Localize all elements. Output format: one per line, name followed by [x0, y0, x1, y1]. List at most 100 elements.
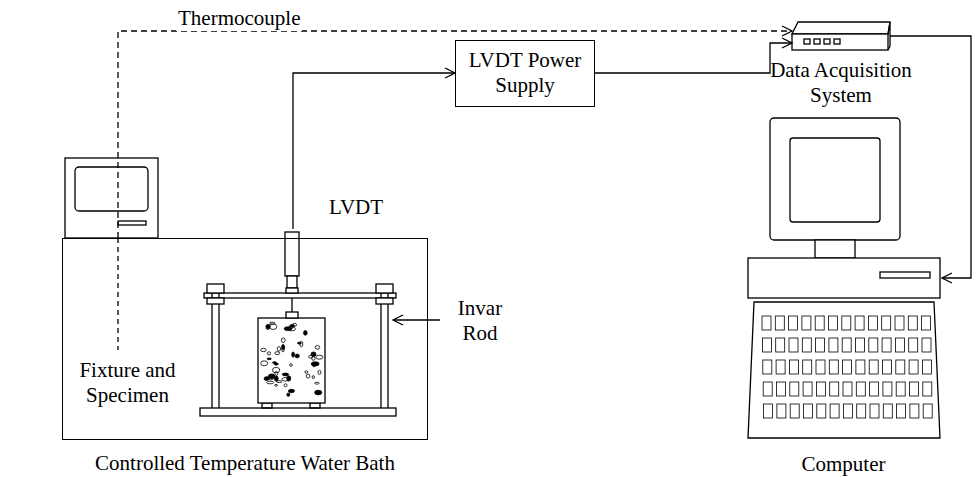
bottom-plate — [200, 408, 396, 416]
aggregate — [266, 327, 269, 330]
key — [816, 382, 825, 396]
aggregate — [288, 389, 294, 392]
key — [922, 316, 931, 330]
key — [842, 338, 851, 352]
nut — [376, 284, 393, 293]
key — [883, 382, 892, 396]
aggregate — [266, 381, 273, 384]
key — [896, 382, 905, 396]
node-label: LVDT Power Supply — [464, 48, 586, 98]
aggregate-texture — [261, 322, 323, 396]
computer: Computer — [745, 115, 942, 440]
aggregate — [268, 375, 274, 380]
drive-slot — [880, 272, 930, 278]
key — [829, 316, 838, 330]
key — [895, 316, 904, 330]
signal-wire — [595, 43, 792, 73]
key — [856, 360, 865, 374]
controller-screen — [75, 167, 148, 211]
keyboard — [748, 302, 940, 438]
key — [777, 404, 786, 418]
key — [816, 360, 825, 374]
key — [830, 404, 839, 418]
monitor-screen — [790, 138, 880, 222]
aggregate — [284, 327, 292, 331]
key — [775, 316, 784, 330]
aggregate — [274, 376, 278, 381]
aggregate — [290, 324, 294, 326]
key — [789, 338, 798, 352]
power-supply-box: LVDT Power Supply — [455, 40, 595, 107]
key — [843, 360, 852, 374]
aggregate — [315, 390, 322, 395]
top-plate — [204, 293, 396, 298]
key — [897, 404, 906, 418]
lvdt-tip — [291, 298, 292, 312]
data-acquisition-device: Data Acquisition System — [792, 22, 890, 50]
nut — [376, 298, 393, 304]
bath-controller — [65, 158, 158, 238]
key — [882, 316, 891, 330]
aggregate — [304, 331, 308, 336]
nut — [207, 284, 224, 293]
key — [764, 404, 773, 418]
aggregate — [267, 352, 270, 355]
aggregate — [305, 371, 308, 373]
aggregate — [306, 374, 310, 378]
key — [790, 382, 799, 396]
key — [763, 360, 772, 374]
specimen — [258, 318, 325, 403]
aggregate — [282, 377, 289, 381]
nut — [207, 298, 224, 304]
key — [843, 404, 852, 418]
aggregate — [295, 354, 299, 358]
key — [855, 316, 864, 330]
aggregate — [261, 348, 267, 351]
key — [909, 360, 918, 374]
key — [842, 316, 851, 330]
key — [789, 316, 798, 330]
key — [803, 382, 812, 396]
aggregate — [316, 355, 323, 359]
key — [762, 316, 771, 330]
part-label: Invar Rod — [444, 296, 516, 346]
key — [829, 360, 838, 374]
key — [817, 404, 826, 418]
key — [802, 316, 811, 330]
key — [909, 338, 918, 352]
key — [789, 360, 798, 374]
key — [922, 360, 931, 374]
lvdt-tip-nut — [286, 312, 298, 318]
key — [923, 404, 932, 418]
aggregate — [313, 365, 316, 367]
key — [803, 360, 812, 374]
lvdt-core — [287, 276, 297, 288]
aggregate — [281, 338, 285, 343]
daq-led — [814, 39, 820, 44]
aggregate — [277, 347, 280, 352]
daq-front — [792, 34, 888, 50]
key — [815, 316, 824, 330]
key — [830, 382, 839, 396]
key — [883, 404, 892, 418]
aggregate — [315, 346, 320, 350]
key — [869, 360, 878, 374]
key — [857, 404, 866, 418]
key — [883, 360, 892, 374]
aggregate — [282, 344, 285, 349]
key — [870, 404, 879, 418]
aggregate — [266, 324, 270, 328]
key — [856, 338, 865, 352]
key — [868, 316, 877, 330]
keyboard-keys — [762, 316, 932, 418]
part-label: Fixture and Specimen — [70, 358, 185, 408]
aggregate — [272, 362, 276, 364]
node-label: Controlled Temperature Water Bath — [55, 451, 435, 476]
daq-led — [804, 39, 810, 44]
thermocouple-wire — [118, 31, 792, 238]
key — [856, 382, 865, 396]
aggregate — [287, 393, 290, 396]
key — [910, 404, 919, 418]
key — [776, 360, 785, 374]
controller-slot — [118, 221, 146, 225]
